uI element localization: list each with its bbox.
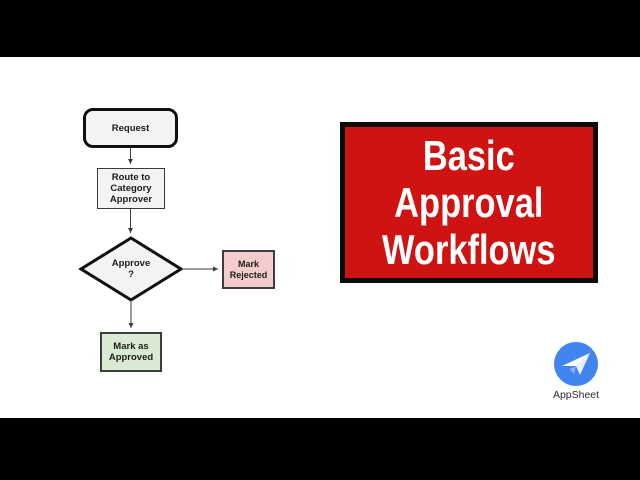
flow-node-mark-as-approved: Mark as Approved: [100, 332, 162, 372]
title-card: Basic Approval Workflows: [340, 122, 598, 283]
slide-title: Basic Approval Workflows: [382, 132, 556, 273]
flow-node-route-to-category-approver: Route to Category Approver: [97, 168, 165, 209]
appsheet-wordmark: AppSheet: [552, 389, 600, 401]
appsheet-logo: [554, 342, 598, 386]
flow-node-approve-decision-label: Approve ?: [111, 258, 151, 280]
paper-plane-icon: [562, 353, 590, 375]
flow-node-mark-rejected: Mark Rejected: [222, 250, 275, 289]
flow-node-request: Request: [83, 108, 178, 148]
slide-canvas: Request Route to Category Approver Appro…: [0, 57, 640, 418]
